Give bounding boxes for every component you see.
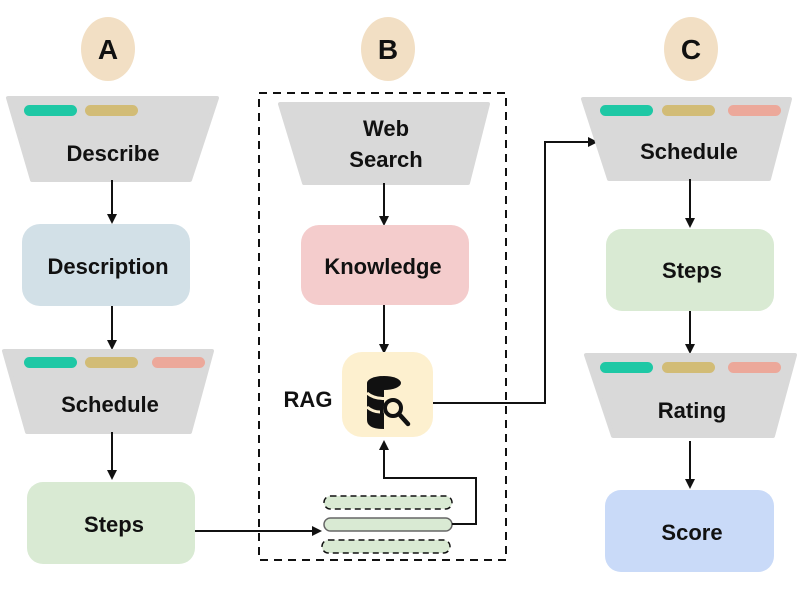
score-box: Score [605,490,774,572]
schedule-label-c: Schedule [640,139,738,164]
steps-label-a: Steps [84,512,144,537]
steps-label-c: Steps [662,258,722,283]
column-a-badge: A [81,17,135,81]
web-search-label-line1: Web [363,116,409,141]
model-bar-teal [600,105,653,116]
schedule-funnel-a: Schedule [2,349,214,434]
score-label: Score [661,520,722,545]
model-bar-teal [24,357,77,368]
step-item-dashed [323,495,453,510]
schedule-funnel-c: Schedule [581,97,792,181]
step-list [321,495,453,554]
arrow-step-to-rag [379,440,477,525]
model-bar-gold [85,105,138,116]
describe-funnel: Describe [6,96,219,182]
knowledge-box: Knowledge [301,225,469,305]
rating-funnel: Rating [584,353,797,438]
schedule-label-a: Schedule [61,392,159,417]
steps-box-a: Steps [27,482,195,564]
model-bar-teal [24,105,77,116]
model-bar-salmon [152,357,205,368]
knowledge-label: Knowledge [324,254,441,279]
model-bar-gold [662,105,715,116]
column-b-label: B [378,34,398,65]
retrieval-module-boundary [258,92,507,561]
database-search-icon [366,376,411,429]
model-bar-salmon [728,105,781,116]
rating-label: Rating [658,398,726,423]
steps-box-c: Steps [606,229,774,311]
rag-box [342,352,433,437]
column-b-badge: B [361,17,415,81]
web-search-funnel: Web Search [278,102,490,185]
description-label: Description [47,254,168,279]
model-bar-gold [662,362,715,373]
step-item-dashed [321,539,451,554]
rag-label: RAG [284,387,333,412]
describe-label: Describe [67,141,160,166]
model-bar-salmon [728,362,781,373]
model-bar-gold [85,357,138,368]
web-search-label-line2: Search [349,147,422,172]
column-c-badge: C [664,17,718,81]
column-c-label: C [681,34,701,65]
step-item-current [323,517,453,532]
arrow-rag-to-schedule-c [433,137,598,404]
column-a-label: A [98,34,118,65]
description-box: Description [22,224,190,306]
model-bar-teal [600,362,653,373]
